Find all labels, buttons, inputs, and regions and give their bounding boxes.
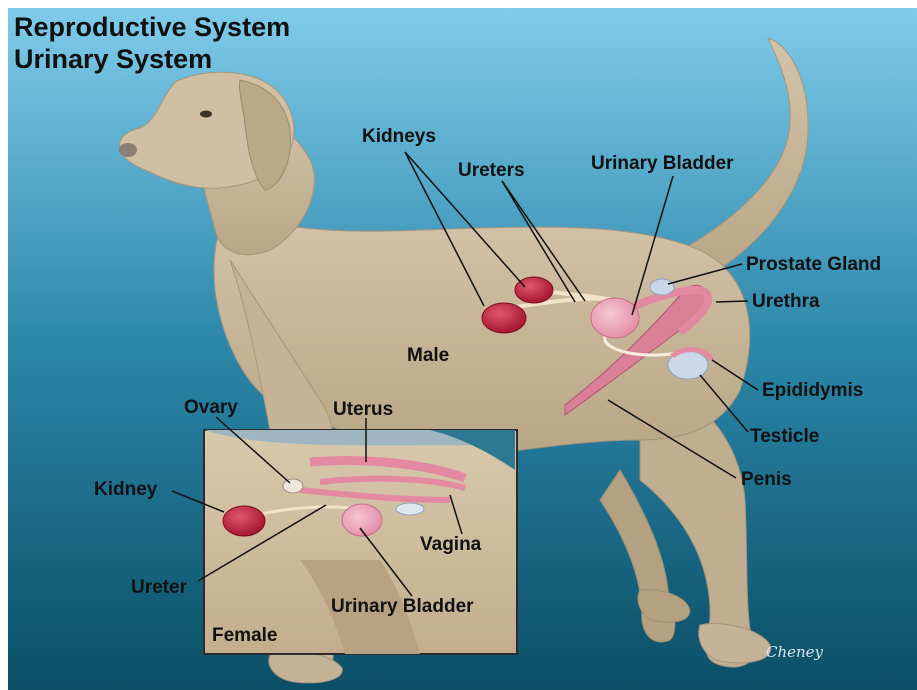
label-epididymis: Epididymis: [762, 381, 863, 400]
kidney-organ: [482, 303, 526, 333]
label-prostate-gland: Prostate Gland: [746, 255, 881, 274]
label-ureters: Ureters: [458, 161, 525, 180]
artist-signature: Cheney: [766, 643, 823, 661]
label-kidney: Kidney: [94, 480, 157, 499]
label-ureter: Ureter: [131, 578, 187, 597]
urinary-bladder-organ: [591, 298, 639, 338]
label-penis: Penis: [741, 470, 792, 489]
label-ovary: Ovary: [184, 398, 238, 417]
kidney-organ: [515, 277, 553, 303]
diagram-title-line1: Reproductive System: [14, 14, 290, 41]
label-urinary-bladder: Urinary Bladder: [591, 154, 734, 173]
label-vagina: Vagina: [420, 535, 481, 554]
label-uterus: Uterus: [333, 400, 393, 419]
diagram-title-line2: Urinary System: [14, 46, 212, 73]
label-testicle: Testicle: [750, 427, 819, 446]
label-urethra: Urethra: [752, 292, 820, 311]
label-male: Male: [407, 346, 449, 365]
dog-eye: [200, 111, 212, 118]
dog-nose: [119, 143, 137, 157]
label-kidneys: Kidneys: [362, 127, 436, 146]
label-inset-urinary-bladder: Urinary Bladder: [331, 597, 474, 616]
prostate-gland-organ: [650, 279, 674, 295]
label-female: Female: [212, 626, 277, 645]
